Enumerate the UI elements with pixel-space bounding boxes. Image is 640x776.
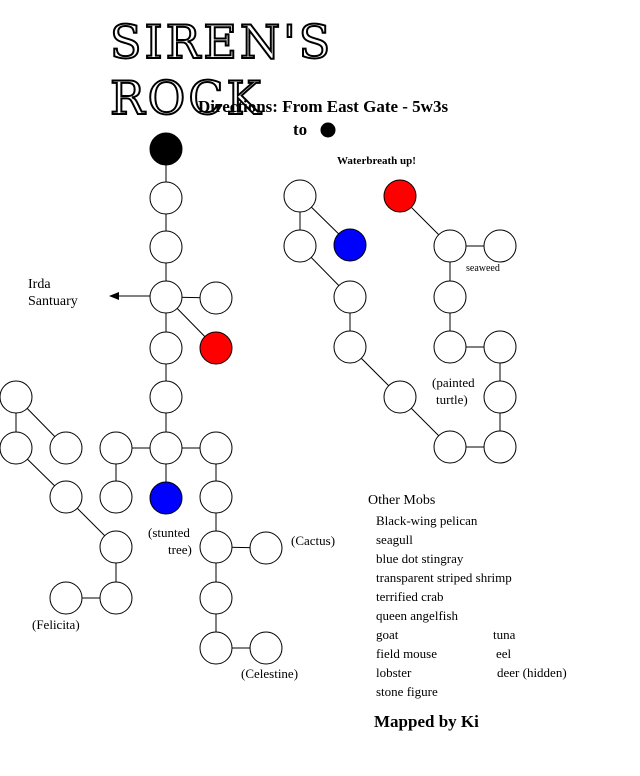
map-title: SIREN'S ROCK: [109, 14, 334, 126]
room-m7r: [199, 480, 233, 514]
room-l2r: [49, 431, 83, 465]
celestine-label: (Celestine): [241, 666, 299, 681]
room-m9: [199, 581, 233, 615]
exit-label-2: Santuary: [28, 294, 78, 309]
seaweed-label: seaweed: [466, 263, 500, 274]
felicita-label: (Felicita): [32, 617, 80, 632]
room-l5l: [49, 581, 83, 615]
room-a2: [149, 230, 183, 264]
stunted-tree-label-2: tree): [168, 542, 192, 557]
directions-line1: Directions: From East Gate - 5w3s: [198, 97, 449, 116]
other-mobs-heading: Other Mobs: [368, 493, 436, 508]
room-r2: [283, 229, 317, 263]
mob-item: queen angelfish: [376, 608, 458, 623]
mob-item: blue dot stingray: [376, 551, 464, 566]
room-r5: [383, 380, 417, 414]
room-r6r: [483, 430, 517, 464]
room-r4: [333, 330, 367, 364]
room-a3r: [199, 281, 233, 315]
room-a6: [149, 431, 183, 465]
room-l1: [0, 380, 33, 414]
room-m8: [199, 530, 233, 564]
room-r8: [483, 330, 517, 364]
room-r10: [433, 229, 467, 263]
mob-item: tuna: [493, 627, 516, 642]
mob-item: deer (hidden): [497, 665, 567, 680]
painted-turtle-label-2: turtle): [436, 392, 468, 407]
mob-item: transparent striped shrimp: [376, 570, 512, 585]
mob-item: goat: [376, 627, 399, 642]
room-a5: [149, 380, 183, 414]
room-a0: [149, 132, 183, 166]
mob-item: seagull: [376, 532, 413, 547]
mob-item: stone figure: [376, 684, 438, 699]
mob-item: terrified crab: [376, 589, 444, 604]
directions-line2: to: [293, 120, 308, 139]
room-r10r: [483, 229, 517, 263]
exit-label-1: Irda: [28, 277, 51, 292]
room-m10r: [249, 631, 283, 665]
room-a1: [149, 181, 183, 215]
room-r6: [433, 430, 467, 464]
room-m8r: [249, 531, 283, 565]
room-l3: [49, 480, 83, 514]
room-l4: [99, 530, 133, 564]
waterbreath-note: Waterbreath up!: [337, 155, 416, 167]
mob-item: lobster: [376, 665, 412, 680]
cactus-label: (Cactus): [291, 533, 336, 548]
credit: Mapped by Ki: [374, 712, 479, 731]
room-m7l: [99, 480, 133, 514]
room-r11: [383, 179, 417, 213]
room-r9: [433, 280, 467, 314]
mob-item: eel: [496, 646, 512, 661]
room-m10: [199, 631, 233, 665]
mob-item: field mouse: [376, 646, 438, 661]
room-a3: [149, 280, 183, 314]
room-l5: [99, 581, 133, 615]
room-l2: [0, 431, 33, 465]
room-r2b: [333, 228, 367, 262]
room-a7: [149, 481, 183, 515]
room-m6r: [199, 431, 233, 465]
painted-turtle-label-1: (painted: [432, 375, 475, 390]
room-a4r: [199, 331, 233, 365]
room-r7: [483, 380, 517, 414]
room-m6l: [99, 431, 133, 465]
room-r8l: [433, 330, 467, 364]
room-r1: [283, 179, 317, 213]
mob-item: Black-wing pelican: [376, 513, 478, 528]
start-legend-dot: [320, 122, 336, 138]
stunted-tree-label-1: (stunted: [148, 525, 190, 540]
room-a4: [149, 331, 183, 365]
room-r3: [333, 280, 367, 314]
